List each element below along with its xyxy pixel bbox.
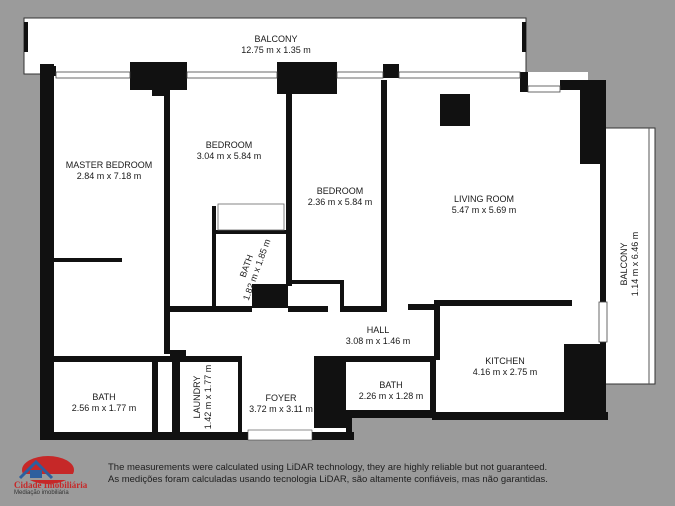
room-dims: 3.08 m x 1.46 m <box>345 336 411 346</box>
floor-area <box>48 72 605 438</box>
room-name: BEDROOM <box>316 186 364 196</box>
room-dims: 12.75 m x 1.35 m <box>241 45 311 55</box>
room-label-kitchen: KITCHEN 4.16 m x 2.75 m <box>473 356 538 378</box>
room-label-balcony-side: BALCONY 1.14 m x 6.46 m <box>619 232 641 297</box>
room-dims: 1.42 m x 1.77 m <box>203 364 213 430</box>
room-dims: 5.47 m x 5.69 m <box>451 205 517 215</box>
room-name: FOYER <box>265 393 297 403</box>
room-dims: 2.84 m x 7.18 m <box>76 171 142 181</box>
room-label-laundry: LAUNDRY 1.42 m x 1.77 m <box>192 365 214 430</box>
room-label-hall: HALL 3.08 m x 1.46 m <box>346 325 411 347</box>
bath-fixture <box>217 203 285 231</box>
room-label-bath-small: BATH 2.26 m x 1.28 m <box>359 380 424 402</box>
room-label-bedroom-2: BEDROOM 2.36 m x 5.84 m <box>308 186 373 208</box>
room-label-foyer: FOYER 3.72 m x 3.11 m <box>249 393 313 415</box>
entry-door <box>247 429 313 441</box>
room-name: BEDROOM <box>205 140 253 150</box>
company-logo-icon <box>14 456 86 484</box>
room-label-balcony-top: BALCONY 12.75 m x 1.35 m <box>241 34 311 56</box>
disclaimer-en: The measurements were calculated using L… <box>108 462 548 473</box>
room-name: HALL <box>366 325 390 335</box>
room-name: LIVING ROOM <box>453 194 514 204</box>
room-dims: 3.72 m x 3.11 m <box>249 404 313 414</box>
room-name: MASTER BEDROOM <box>65 160 153 170</box>
room-label-living-room: LIVING ROOM 5.47 m x 5.69 m <box>452 194 517 216</box>
interior-walls <box>54 80 572 436</box>
room-label-master-bedroom: MASTER BEDROOM 2.84 m x 7.18 m <box>66 160 153 182</box>
room-name: LAUNDRY <box>192 375 202 419</box>
windows <box>24 22 608 343</box>
logo-name: Cidade Imobiliária <box>14 480 88 490</box>
room-dims: 2.26 m x 1.28 m <box>358 391 424 401</box>
room-label-bath-master: BATH 2.56 m x 1.77 m <box>72 392 137 414</box>
room-label-bedroom-1: BEDROOM 3.04 m x 5.84 m <box>197 140 262 162</box>
room-name: BATH <box>92 392 116 402</box>
room-dims: 4.16 m x 2.75 m <box>472 367 538 377</box>
room-name: BALCONY <box>619 242 629 286</box>
disclaimer-pt: As medições foram calculadas usando tecn… <box>108 474 548 485</box>
balcony-top-area <box>23 17 527 75</box>
logo-tagline: Mediação imobiliária <box>14 490 69 496</box>
room-name: KITCHEN <box>485 356 525 366</box>
balcony-side-area <box>602 127 656 385</box>
room-dims: 2.36 m x 5.84 m <box>307 197 373 207</box>
room-dims: 1.14 m x 6.46 m <box>630 231 640 297</box>
room-dims: 3.04 m x 5.84 m <box>196 151 262 161</box>
disclaimer: The measurements were calculated using L… <box>108 462 568 486</box>
room-name: BATH <box>379 380 403 390</box>
room-dims: 2.56 m x 1.77 m <box>71 403 137 413</box>
room-name: BALCONY <box>254 34 298 44</box>
